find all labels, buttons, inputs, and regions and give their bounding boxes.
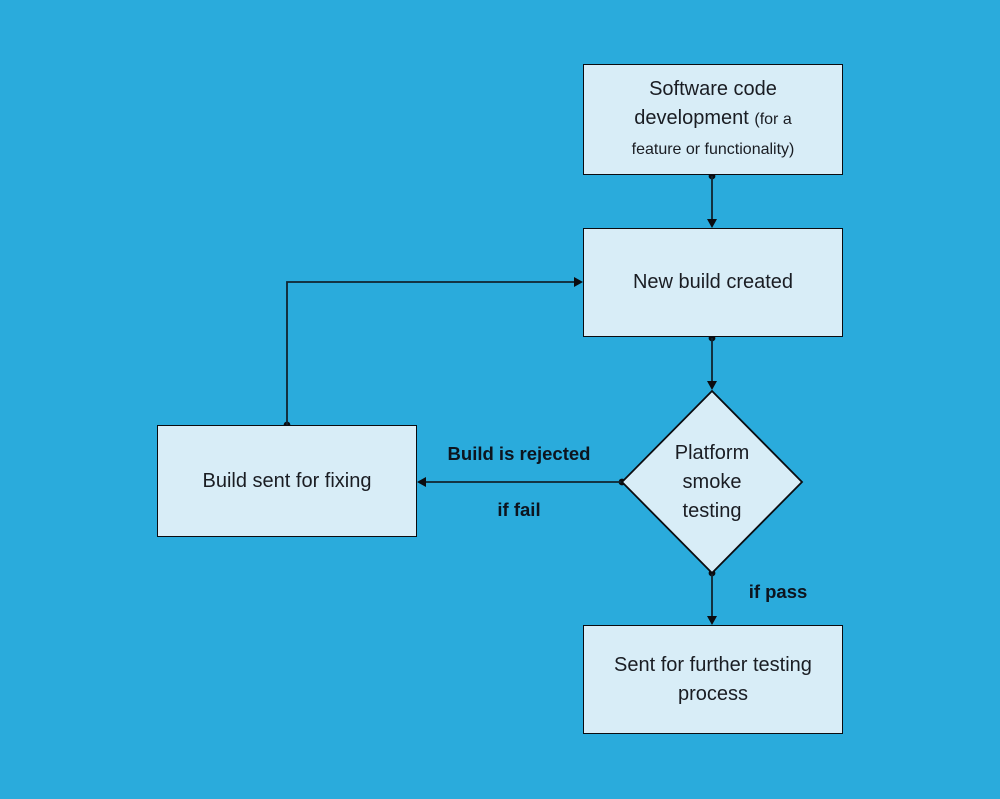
node-software-code-development-label: Software code development (for a feature… [613,75,813,164]
node-new-build-created: New build created [583,228,843,337]
decision-diamond-shape [620,389,804,575]
edge-dev-to-newbuild [707,172,717,228]
node-label-sub: (for a feature or functionality) [631,111,795,158]
node-build-sent-for-fixing-label: Build sent for fixing [202,469,372,492]
edge-label-if-fail: if fail [497,499,541,520]
node-label-main: Software code development [634,78,777,129]
node-software-code-development: Software code development (for a feature… [583,64,843,175]
node-platform-smoke-testing-label: Platform smoke testing [674,441,750,522]
edge-fixing-to-newbuild [283,277,583,429]
edge-newbuild-to-test [707,334,717,390]
node-new-build-created-label: New build created [632,271,794,293]
edge-label-build-is-rejected: Build is rejected [447,443,591,464]
edge-label-if-pass: if pass [748,581,808,602]
edge-test-to-fixing [417,477,626,487]
node-sent-for-further-testing: Sent for further testing process [583,625,843,734]
node-build-sent-for-fixing: Build sent for fixing [157,425,417,537]
node-sent-for-further-testing-label: Sent for further testing process [614,653,812,705]
node-platform-smoke-testing: Platform smoke testing [617,386,807,578]
